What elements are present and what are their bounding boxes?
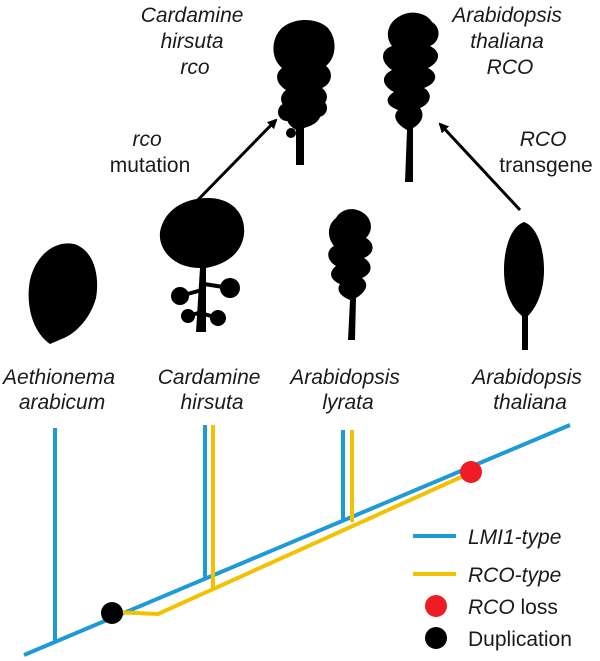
leaf-arabidopsis-thaliana [504,222,544,350]
legend-duplication-swatch [425,627,447,649]
legend-loss-swatch [425,595,447,617]
rco-trunk [113,471,471,617]
rco-lineage [113,425,471,617]
species-label-cardamine: Cardamine hirsuta [158,366,267,414]
legend-rco-loss-label: RCO loss [468,596,558,619]
species-label-aethionema: Aethionema arabicum [1,366,121,414]
species-label-arabidopsis-thaliana: Arabidopsis thaliana [470,366,588,414]
label-RCO-transgene: RCO transgene [499,128,592,177]
leaf-arabidopsis-lyrata [328,209,373,340]
species-label-arabidopsis-lyrata: Arabidopsis lyrata [288,366,406,414]
top-label-arabidopsis-RCO: Arabidopsis thaliana RCO [450,4,568,79]
label-rco-mutation: rco mutation [110,128,191,177]
rco-loss-marker [460,461,482,483]
legend-rco-type-label: RCO-type [468,564,561,587]
top-label-cardamine-rco: Cardamine hirsuta rco [141,4,250,79]
legend: LMI1-type RCO-type RCO loss Duplication [413,526,572,651]
leaf-cardamine-rco [273,19,335,165]
leaf-aethionema [28,243,98,344]
leaf-arabidopsis-RCO [383,12,439,182]
leaf-cardamine [159,198,245,332]
duplication-marker [101,602,123,624]
arrow-rco-mutation [188,118,278,210]
legend-lmi1-label: LMI1-type [468,526,561,549]
arrow-RCO-transgene [438,122,522,212]
legend-duplication-label: Duplication [468,628,572,651]
